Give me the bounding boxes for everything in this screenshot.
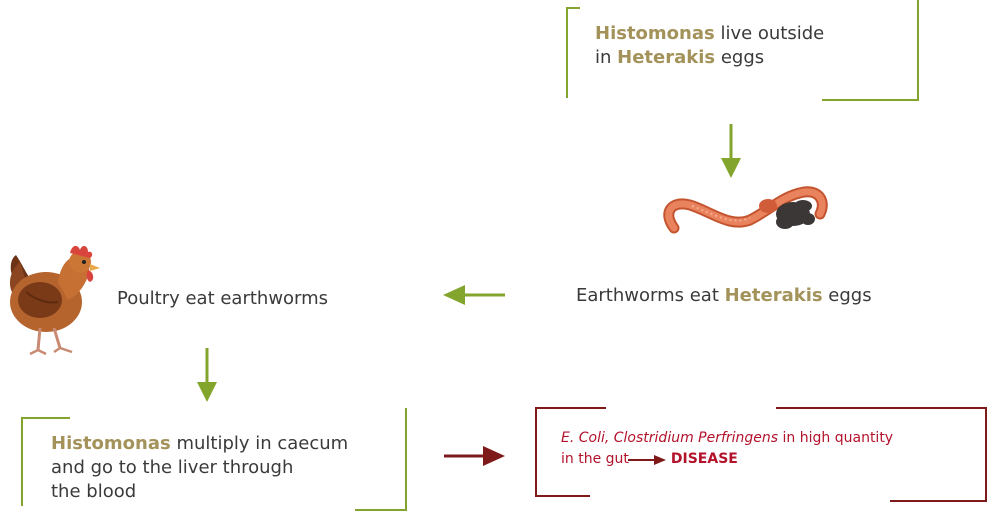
earthworm-icon — [663, 186, 828, 234]
hen-icon — [9, 245, 100, 356]
box2-text: Histomonas multiply in caecum and go to … — [51, 432, 348, 504]
box1-line1: Histomonas live outside — [595, 22, 824, 46]
box3-frame — [535, 407, 987, 502]
box1-line2: in Heterakis eggs — [595, 46, 824, 70]
box2-line1-rest: multiply in caecum — [170, 433, 349, 454]
box2-line3: the blood — [51, 481, 137, 502]
box1-text: Histomonas live outside in Heterakis egg… — [595, 22, 824, 70]
box1-line1-rest: live outside — [714, 23, 825, 44]
arrow-down-2 — [197, 348, 217, 402]
box3-bacteria: E. Coli, Clostridium Perfringens — [561, 430, 779, 446]
box1-highlight-heterakis: Heterakis — [617, 47, 716, 68]
box3-line1-rest: in high quantity — [778, 430, 894, 446]
box1-frame — [566, 0, 919, 101]
arrow-right — [444, 446, 505, 466]
worm-step-highlight: Heterakis — [724, 285, 823, 306]
small-arrow-icon — [628, 455, 666, 465]
arrow-down-1 — [721, 124, 741, 178]
worm-step-text: Earthworms eat Heterakis eggs — [576, 284, 872, 308]
box3-disease: DISEASE — [670, 451, 738, 467]
worm-step-start: Earthworms eat — [576, 285, 725, 306]
box3-line2-start: in the gut — [561, 451, 629, 467]
poultry-step-text: Poultry eat earthworms — [117, 288, 329, 309]
box3-line2: in the gut DISEASE — [561, 449, 893, 470]
worm-step-end: eggs — [822, 285, 872, 306]
box2-highlight: Histomonas — [51, 433, 171, 454]
box1-line2-rest: eggs — [715, 47, 765, 68]
arrow-left — [443, 285, 505, 305]
box1-highlight-histomonas: Histomonas — [595, 23, 715, 44]
box2-frame — [21, 408, 407, 511]
box3-line1: E. Coli, Clostridium Perfringens in high… — [561, 428, 893, 449]
box2-line1: Histomonas multiply in caecum — [51, 432, 348, 456]
box2-line2: and go to the liver through — [51, 457, 294, 478]
box1-line2-start: in — [595, 47, 618, 68]
box3-text: E. Coli, Clostridium Perfringens in high… — [561, 428, 893, 470]
eggs-icon — [776, 200, 815, 229]
